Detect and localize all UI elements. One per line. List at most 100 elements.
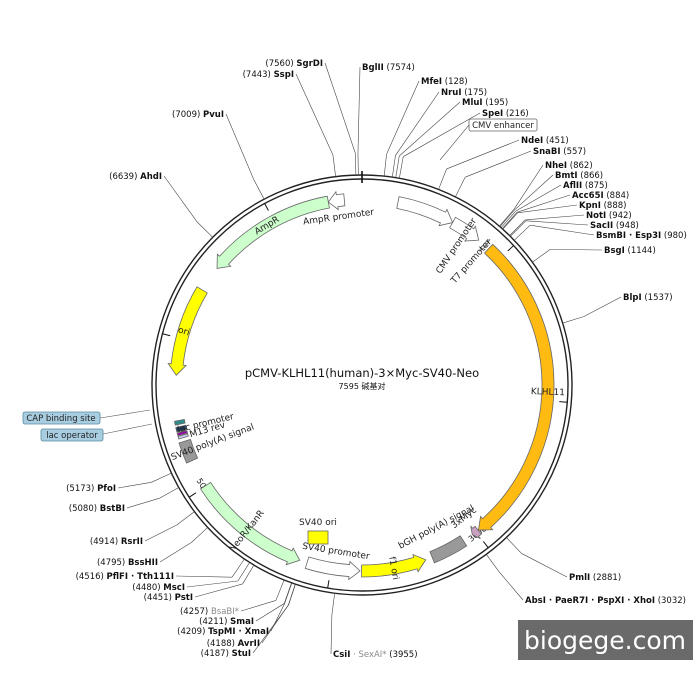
site-name-bsgi: BsgI xyxy=(604,246,625,256)
site-name-noti: NotI xyxy=(586,211,606,221)
cap-callout: CAP binding site xyxy=(22,409,151,425)
site-pos-pvui: (7009) xyxy=(172,110,203,120)
watermark-box xyxy=(518,620,693,660)
site-leader-bsgi xyxy=(550,249,603,251)
site-pos-bsmbi: (980) xyxy=(661,231,687,241)
site-name-pflfi: PflFI · Tth111I xyxy=(107,572,174,582)
plasmid-length: 7595 碱基对 xyxy=(339,381,386,391)
site-label-psti: (4451) PstI xyxy=(144,593,193,603)
site-label-sspi: (7443) SspI xyxy=(243,70,294,80)
site-tick-bsmbi xyxy=(513,224,531,241)
site-bsmbi: BsmBI · Esp3I (980) xyxy=(513,224,687,241)
site-pos-spei: (216) xyxy=(503,109,529,119)
site-name-msci: MscI xyxy=(163,583,185,593)
restriction-sites: BglII (7574)MfeI (128)NruI (175)MluI (19… xyxy=(66,59,687,660)
feature-label-ori: ori xyxy=(177,325,191,338)
site-name-sgrdi: SgrDI xyxy=(296,59,323,69)
site-pfoi: (5173) PfoI xyxy=(66,472,172,494)
site-label-pfoi: (5173) PfoI xyxy=(66,484,116,494)
site-label-smai: (4211) SmaI xyxy=(199,617,254,627)
site-pos-pflfi: (4516) xyxy=(76,572,107,582)
site-name-bstbi: BstBI xyxy=(100,504,125,514)
site-leader-bmti xyxy=(514,174,554,211)
feature-shape-lac-promoter xyxy=(175,424,188,433)
site-tick-rsrii xyxy=(176,511,195,526)
feature-shape-3xmyc xyxy=(470,525,482,540)
site-tick-kpni xyxy=(502,212,518,230)
site-label-pvui: (7009) PvuI xyxy=(172,110,224,120)
site-tick-mlui xyxy=(395,155,400,178)
site-leader-bsmbi xyxy=(530,224,595,236)
site-label-aflii: AflII (875) xyxy=(563,181,608,191)
feature-shape-sv40-promoter xyxy=(304,556,361,581)
site-tick-psti xyxy=(242,564,255,585)
site-name-bsabi: BsaBI* xyxy=(211,607,239,617)
site-name-avrii: AvrII xyxy=(238,639,260,649)
feature-shape-cmv-promoter xyxy=(449,216,480,242)
site-label-acc65i: Acc65I (884) xyxy=(572,191,629,201)
feature-shape-ampr-promoter xyxy=(327,190,346,211)
sv40-ori-box xyxy=(307,530,329,545)
feature-shape-bgh-polya xyxy=(429,535,468,564)
site-pos-acc65i: (884) xyxy=(604,191,630,201)
site-name-bsmbi: BsmBI · Esp3I xyxy=(596,231,661,241)
watermark-text: biogege.com xyxy=(524,626,686,655)
site-tick-bsabi xyxy=(275,579,285,601)
site-tick-sacii xyxy=(510,220,527,237)
site-tick-msci xyxy=(237,562,250,582)
site-leader-ndei xyxy=(446,139,520,170)
site-tick-ahdi xyxy=(196,221,213,238)
site-leader-pfoi xyxy=(117,482,152,489)
site-leader-csii xyxy=(330,615,333,655)
site-mfei: MfeI (128) xyxy=(383,77,468,177)
site-leader-aflii xyxy=(515,184,562,212)
site-label-rsrii: (4914) RsrII xyxy=(90,537,143,547)
site-tick-tspmi xyxy=(284,582,293,604)
feature-shape-ori xyxy=(167,286,208,376)
site-tick-bsgi xyxy=(532,249,551,263)
site-leader-ahdi xyxy=(163,175,198,223)
site-tick-pvui xyxy=(253,179,265,200)
site-pos-smai: (4211) xyxy=(199,617,230,627)
site-label-noti: NotI (942) xyxy=(586,211,632,221)
site-leader-pmli xyxy=(521,553,568,578)
site-tick-sgrdi xyxy=(354,153,357,176)
feature-f1-ori: f1 ori xyxy=(361,553,427,581)
site-pos-aflii: (875) xyxy=(582,181,608,191)
lac-operator-callout: lac operator xyxy=(40,423,153,442)
feature-ori: ori xyxy=(167,286,208,376)
site-leader-mlui xyxy=(399,101,461,157)
site-sacii: SacII (948) xyxy=(510,220,639,237)
site-pos-mfei: (128) xyxy=(442,77,468,87)
site-label-bsshii: (4795) BssHII xyxy=(97,558,158,568)
site-leader-bglii xyxy=(357,66,361,154)
site-label-pflfi: (4516) PflFI · Tth111I xyxy=(76,572,174,582)
site-spei: SpeI (216) xyxy=(399,109,529,179)
lac-operator-box-label: lac operator xyxy=(46,431,98,441)
site-name-kpni: KpnI xyxy=(579,201,601,211)
site-name-psti: PstI xyxy=(175,593,193,603)
site-name-nhei: NheI xyxy=(545,161,567,171)
site-label-csii: CsiI · SexAI* (3955) xyxy=(333,650,418,660)
site-leader-smai xyxy=(255,603,285,622)
site-pos-bmti: (866) xyxy=(578,171,604,181)
site-pos-csii: (3955) xyxy=(387,650,418,660)
feature-bgh-polya: bGH poly(A) signal xyxy=(397,504,476,564)
site-tick-spei xyxy=(399,156,404,179)
site-bmti: BmtI (866) xyxy=(499,171,604,227)
site-name-sspi: SspI xyxy=(274,70,294,80)
cmv-enhancer-box-label: CMV enhancer xyxy=(472,121,534,131)
site-tick-acc65i xyxy=(502,212,518,229)
cmv-enhancer-callout: CMV enhancer xyxy=(439,118,538,161)
feature-shape-ampr xyxy=(216,195,330,269)
site-leader-mfei xyxy=(386,80,420,155)
site-name-smai: SmaI xyxy=(230,617,254,627)
site-pos-tspmi: (4209) xyxy=(177,627,208,637)
site-pos-snabi: (557) xyxy=(561,147,587,157)
site-leader-bsabi xyxy=(240,600,277,612)
site-tick-bsshii xyxy=(191,527,208,543)
site-pos-stui: (4187) xyxy=(201,649,232,659)
site-msci: (4480) MscI xyxy=(132,562,250,593)
site-name-sacii: SacII xyxy=(590,221,613,231)
site-name-bmti: BmtI xyxy=(555,171,578,181)
